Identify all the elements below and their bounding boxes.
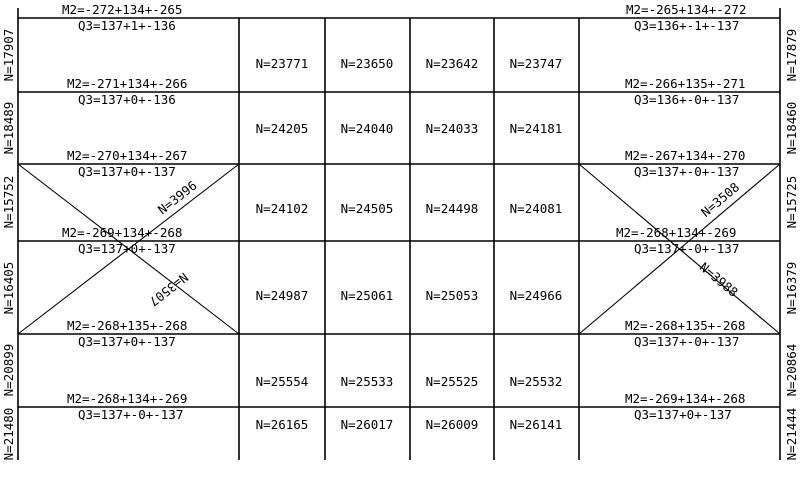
- column-axial-label: N=25061: [341, 288, 394, 303]
- left-beam-shear-label: Q3=137+1+-136: [78, 18, 176, 33]
- left-column-axial-label: N=15752: [1, 176, 16, 229]
- left-beam-moment-label: M2=-269+134+-268: [62, 225, 182, 240]
- left-column-axial-label: N=16405: [1, 262, 16, 315]
- left-brace-lower-axial-label: N=3507: [146, 270, 191, 310]
- right-brace-upper-axial-label: N=3508: [698, 179, 742, 220]
- left-column-axial-label: N=20899: [1, 344, 16, 397]
- left-column-axial-label: N=17907: [1, 29, 16, 82]
- column-axial-label: N=25053: [426, 288, 479, 303]
- right-beam-shear-label: Q3=136+-1+-137: [634, 18, 739, 33]
- left-beam-shear-label: Q3=137+-0+-137: [78, 407, 183, 422]
- row-6: N=21480 N=21444 Q3=137+-0+-137 Q3=137+0+…: [1, 407, 799, 460]
- row-5: N=20899 N=20864 Q3=137+0+-137 M2=-268+13…: [1, 334, 799, 406]
- column-axial-label: N=24498: [426, 201, 479, 216]
- column-axial-label: N=26141: [510, 417, 563, 432]
- right-beam-shear-label: Q3=137+-0+-137: [634, 334, 739, 349]
- column-axial-label: N=24505: [341, 201, 394, 216]
- column-axial-label: N=25532: [510, 374, 563, 389]
- column-axial-label: N=24181: [510, 121, 563, 136]
- column-axial-label: N=24033: [426, 121, 479, 136]
- right-beam-moment-label: M2=-268+134+-269: [616, 225, 736, 240]
- right-column-axial-label: N=15725: [784, 176, 799, 229]
- right-column-axial-label: N=16379: [784, 262, 799, 315]
- column-axial-label: N=25554: [256, 374, 309, 389]
- left-beam-shear-label: Q3=137+0+-137: [78, 241, 176, 256]
- brace-lines: [17, 163, 781, 335]
- row-4: N=16405 N=16379 Q3=137+0+-137 M2=-268+13…: [1, 241, 799, 333]
- column-axial-label: N=24040: [341, 121, 394, 136]
- right-beam-moment-label: M2=-269+134+-268: [625, 391, 745, 406]
- left-beam-moment-label: M2=-268+134+-269: [67, 391, 187, 406]
- right-brace-lower-axial-label: N=3988: [697, 259, 741, 300]
- top-left-m2-label: M2=-272+134+-265: [62, 2, 182, 17]
- column-axial-label: N=24081: [510, 201, 563, 216]
- left-beam-moment-label: M2=-268+135+-268: [67, 318, 187, 333]
- right-beam-moment-label: M2=-268+135+-268: [625, 318, 745, 333]
- left-column-axial-label: N=18489: [1, 102, 16, 155]
- top-right-m2-label: M2=-265+134+-272: [626, 2, 746, 17]
- left-column-axial-label: N=21480: [1, 408, 16, 461]
- row-1: N=17907 N=17879 Q3=137+1+-136 M2=-271+13…: [1, 18, 799, 91]
- grid-lines: [17, 8, 781, 460]
- left-beam-shear-label: Q3=137+0+-137: [78, 334, 176, 349]
- right-column-axial-label: N=20864: [784, 344, 799, 397]
- column-axial-label: N=26017: [341, 417, 394, 432]
- column-axial-label: N=26009: [426, 417, 479, 432]
- right-beam-shear-label: Q3=137+0+-137: [634, 407, 732, 422]
- right-column-axial-label: N=17879: [784, 29, 799, 82]
- column-axial-label: N=23771: [256, 56, 309, 71]
- column-axial-label: N=25525: [426, 374, 479, 389]
- right-beam-shear-label: Q3=136+-0+-137: [634, 92, 739, 107]
- column-axial-label: N=24102: [256, 201, 309, 216]
- column-axial-label: N=26165: [256, 417, 309, 432]
- left-beam-shear-label: Q3=137+0+-136: [78, 92, 176, 107]
- right-column-axial-label: N=21444: [784, 408, 799, 461]
- column-axial-label: N=23747: [510, 56, 563, 71]
- column-axial-label: N=25533: [341, 374, 394, 389]
- left-beam-shear-label: Q3=137+0+-137: [78, 164, 176, 179]
- row-3: N=15752 N=15725 Q3=137+0+-137 M2=-269+13…: [1, 164, 799, 240]
- right-column-axial-label: N=18460: [784, 102, 799, 155]
- right-beam-shear-label: Q3=137+-0+-137: [634, 241, 739, 256]
- right-beam-moment-label: M2=-267+134+-270: [625, 148, 745, 163]
- right-beam-shear-label: Q3=137+-0+-137: [634, 164, 739, 179]
- column-axial-label: N=23642: [426, 56, 479, 71]
- column-axial-label: N=24205: [256, 121, 309, 136]
- column-axial-label: N=23650: [341, 56, 394, 71]
- column-axial-label: N=24987: [256, 288, 309, 303]
- right-beam-moment-label: M2=-266+135+-271: [625, 76, 745, 91]
- column-axial-label: N=24966: [510, 288, 563, 303]
- left-beam-moment-label: M2=-270+134+-267: [67, 148, 187, 163]
- row-2: N=18489 N=18460 Q3=137+0+-136 M2=-270+13…: [1, 92, 799, 163]
- left-beam-moment-label: M2=-271+134+-266: [67, 76, 187, 91]
